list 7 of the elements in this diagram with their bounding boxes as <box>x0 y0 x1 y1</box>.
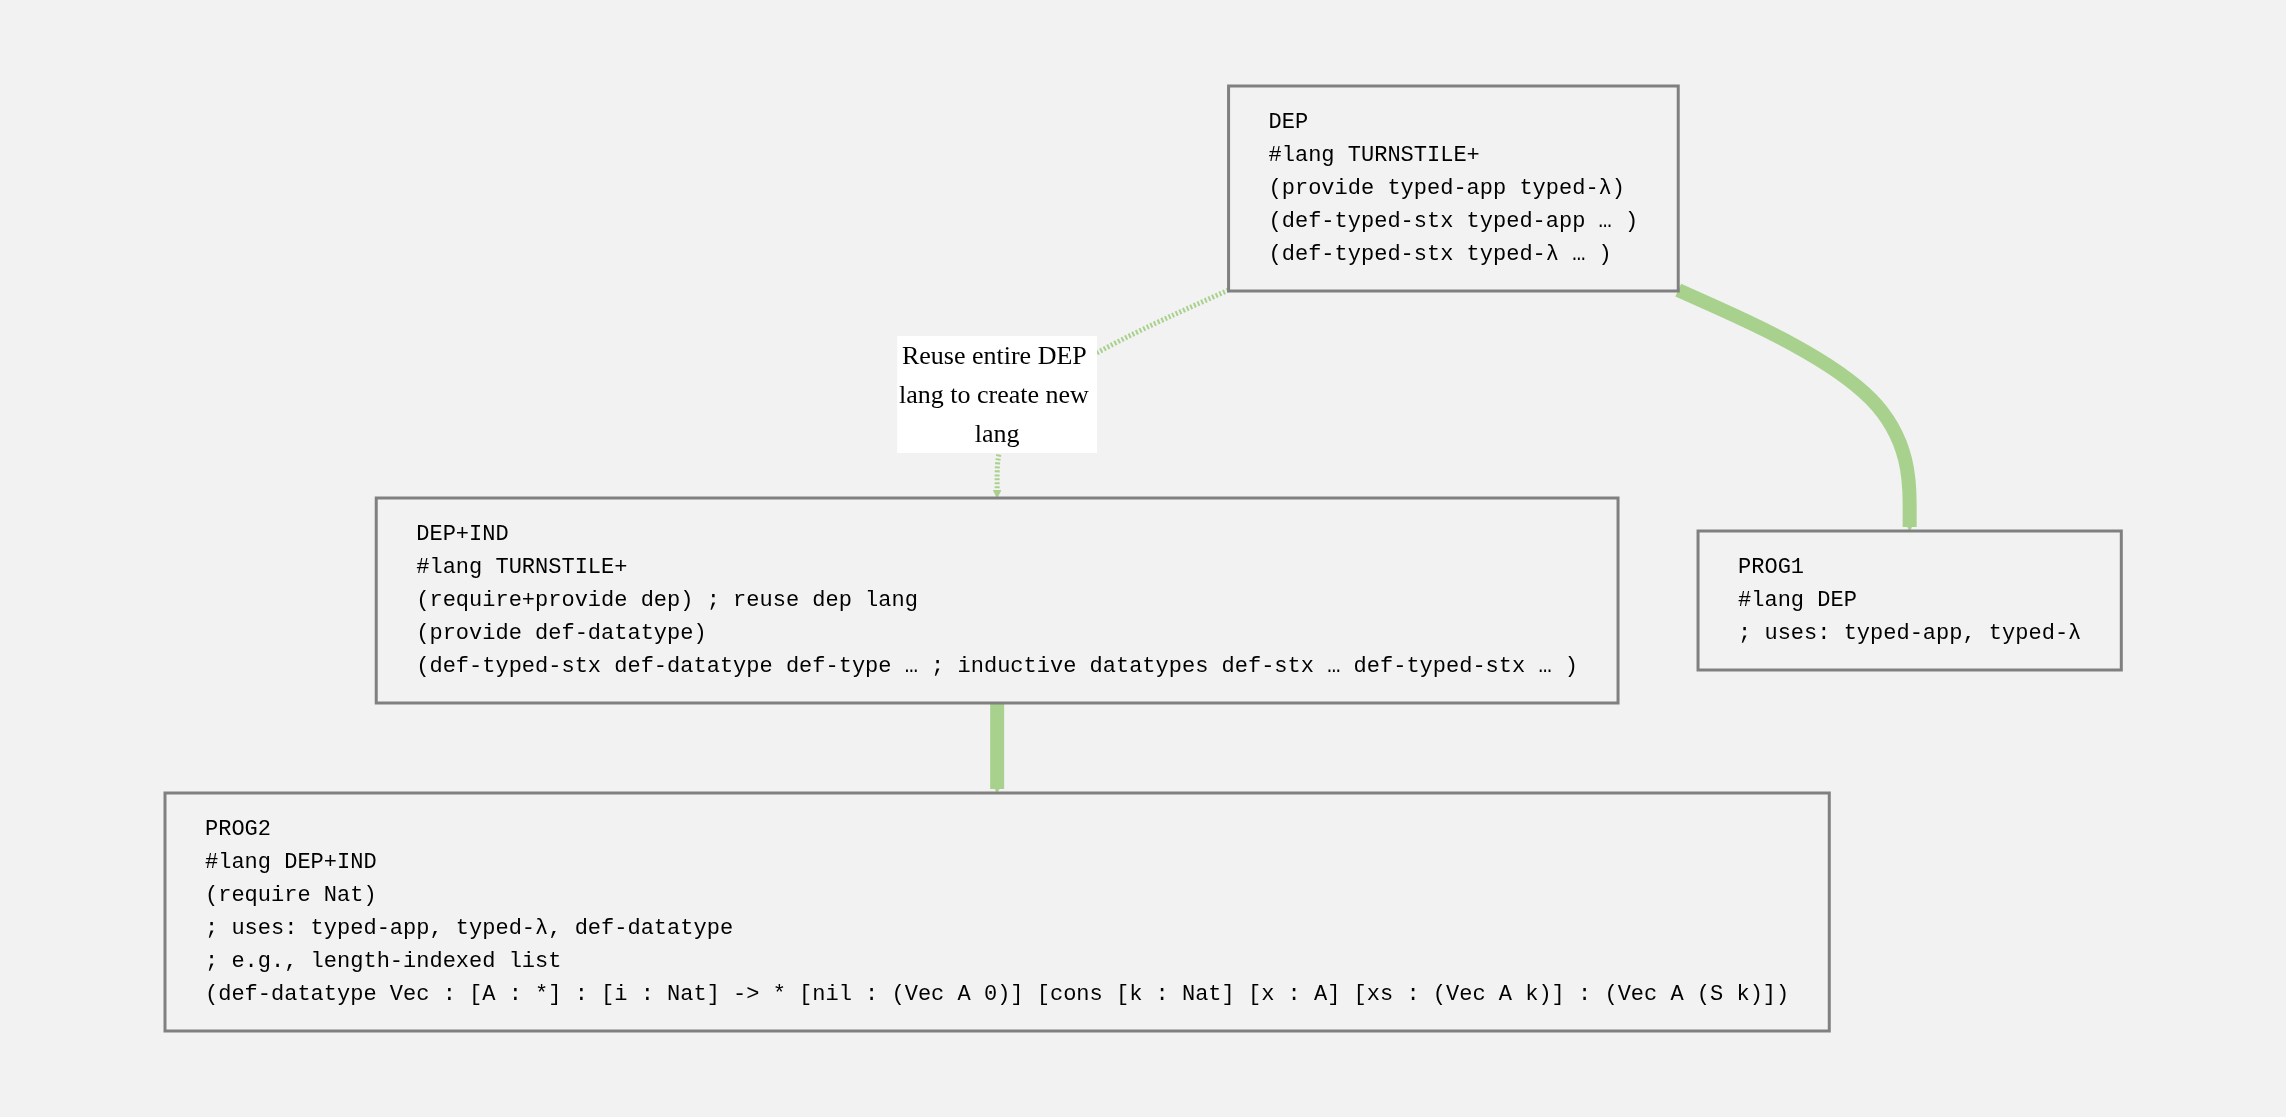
node-box: PROG1 #lang DEP ; uses: typed-app, typed-λ <box>1696 529 2123 672</box>
node-box: DEP #lang TURNSTILE+ (provide typed-app typed-λ) (def-typed-stx typed-app … ) (def-typed-stx typed-λ … ) <box>1226 84 1680 293</box>
edge-label: Reuse entire DEP lang to create new lang <box>898 341 1089 448</box>
arrow <box>1675 283 1917 532</box>
node-box: PROG2 #lang DEP+IND (require Nat) ; uses: typed-app, typed-λ, def-datatype ; e.g., length-indexed list (def-datatype Vec : [A : *] : [i : Nat] -> * [nil : (Vec A 0)] [cons [k : Nat] [x : A] [xs : (Vec A k)] : (Vec A (S k)]) <box>163 791 1831 1033</box>
arrow <box>990 703 1004 794</box>
node-box: DEP+IND #lang TURNSTILE+ (require+provide dep) ; reuse dep lang (provide def-datatype) (def-typed-stx def-datatype def-type … ; inductive datatypes def-stx … def-typed-stx … ) <box>374 496 1620 705</box>
